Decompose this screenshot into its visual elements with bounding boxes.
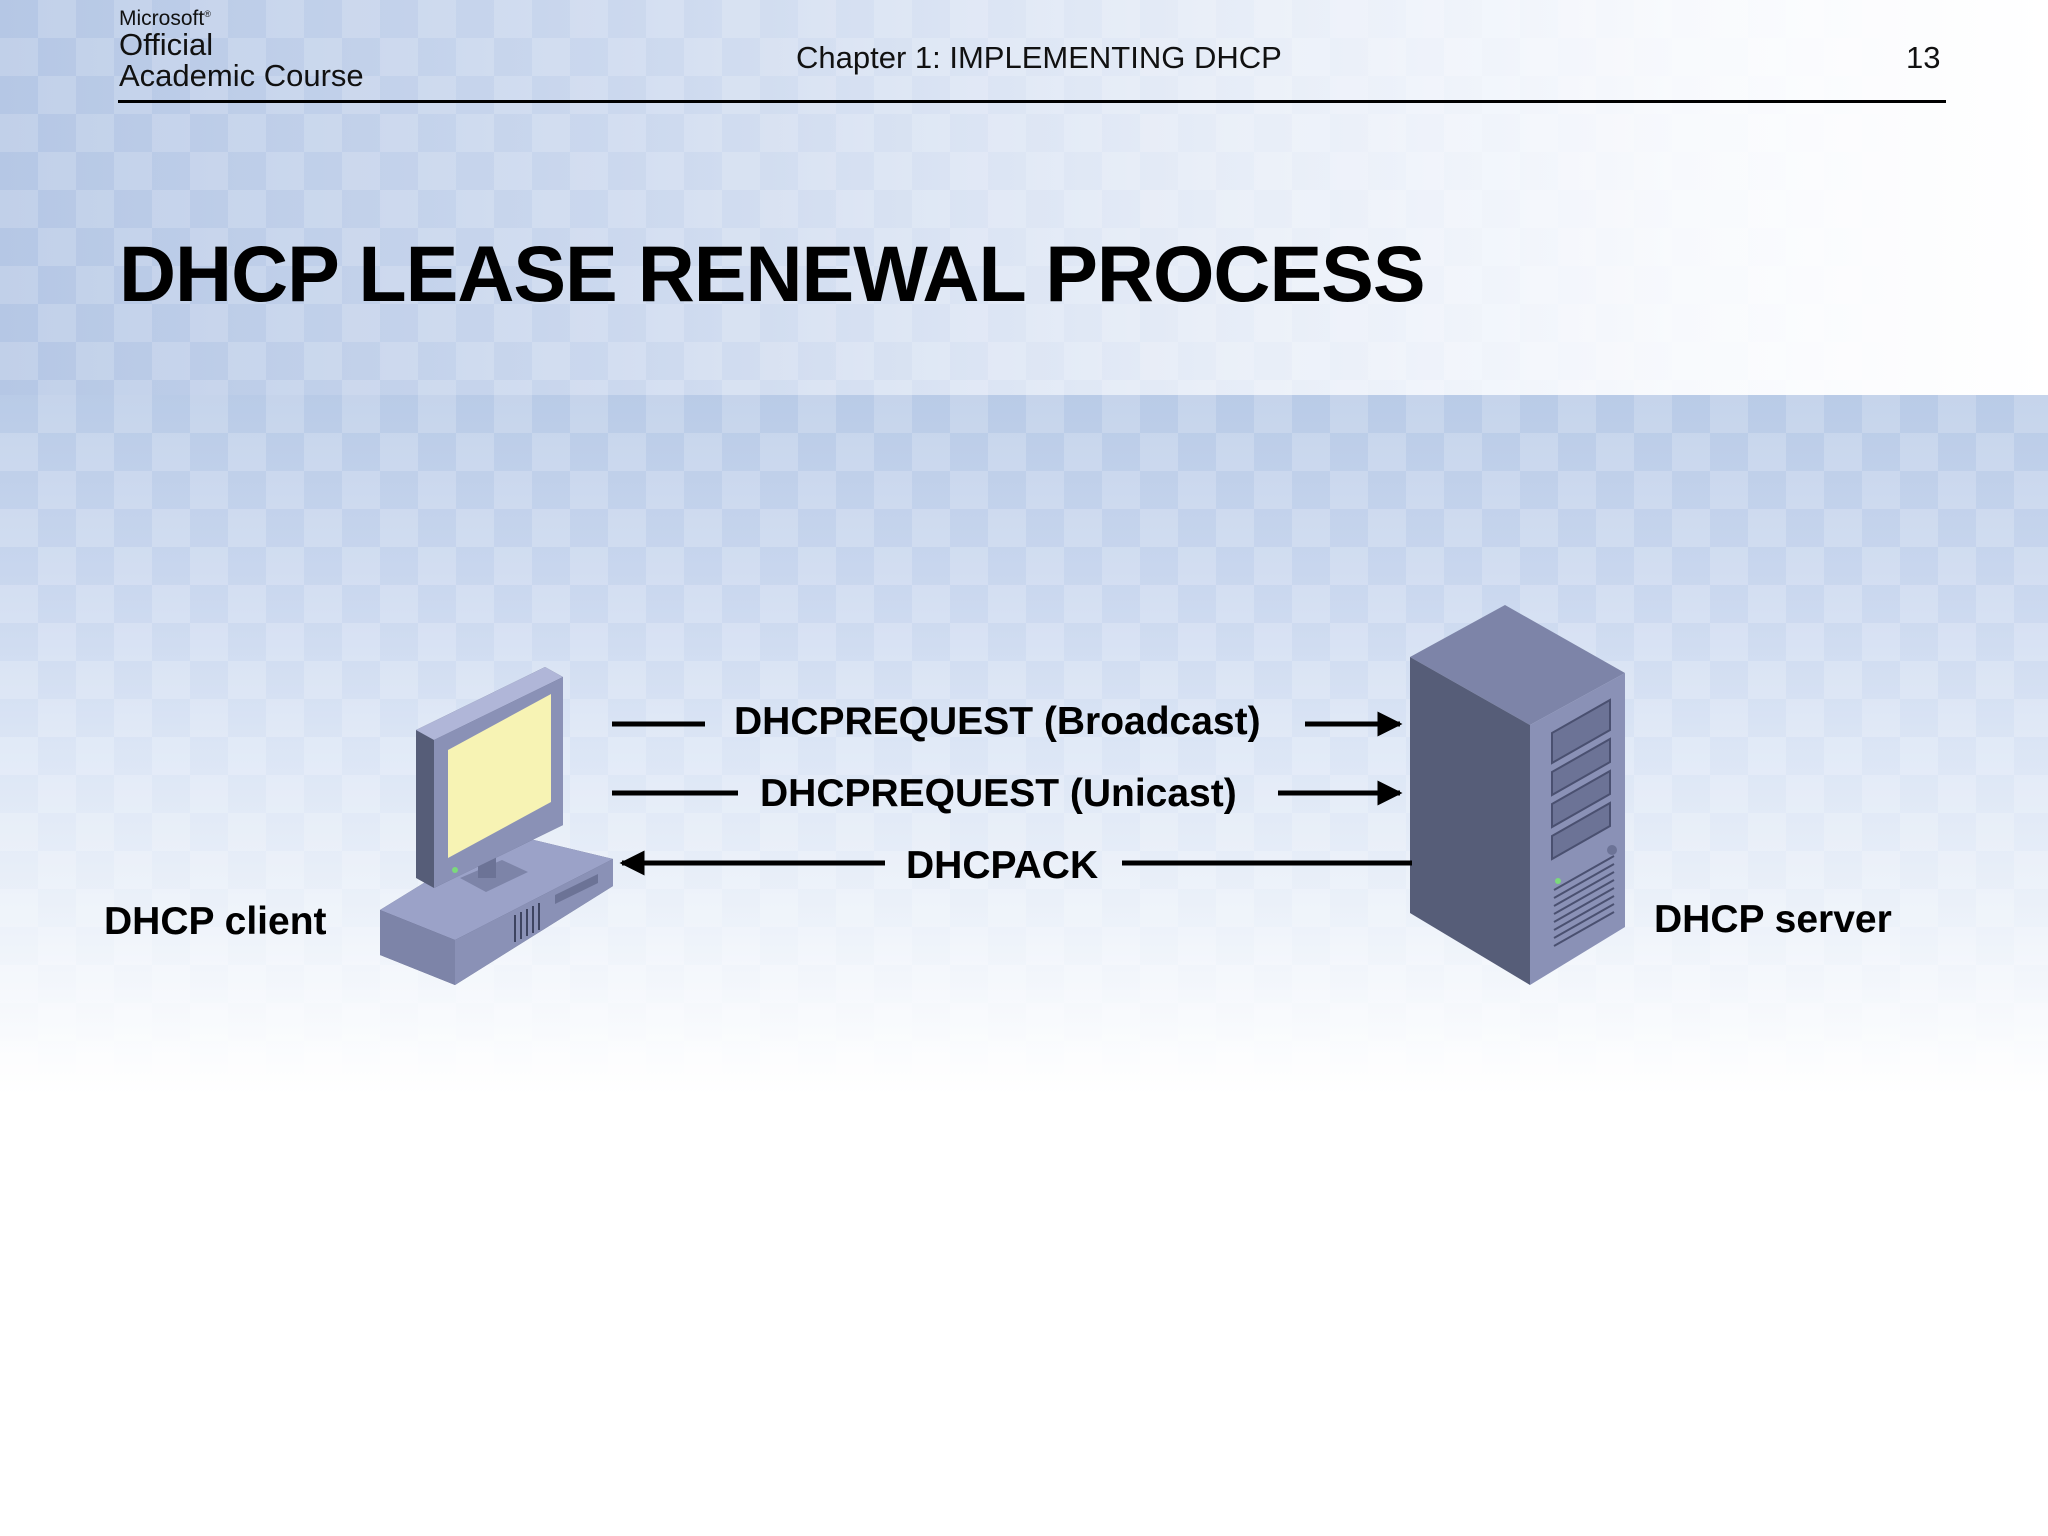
page-number: 13 — [1906, 40, 1941, 75]
course-logo: Microsoft® Official Academic Course — [119, 8, 364, 91]
server-tower-icon — [1410, 605, 1625, 985]
background-top — [0, 0, 2048, 395]
slide-title: DHCP LEASE RENEWAL PROCESS — [119, 229, 1426, 318]
logo-line-1: Official — [119, 27, 214, 62]
client-label: DHCP client — [104, 900, 327, 943]
background-band — [0, 395, 2048, 1095]
header-divider — [118, 100, 1946, 103]
logo-brand: Microsoft® — [119, 7, 211, 30]
logo-line-2: Academic Course — [119, 58, 364, 93]
server-label: DHCP server — [1654, 898, 1892, 941]
desktop-computer-icon — [380, 667, 613, 985]
message-request-broadcast: DHCPREQUEST (Broadcast) — [734, 700, 1261, 743]
message-arrows — [612, 711, 1412, 876]
chapter-heading: Chapter 1: IMPLEMENTING DHCP — [796, 40, 1282, 75]
message-request-unicast: DHCPREQUEST (Unicast) — [760, 772, 1237, 815]
message-ack: DHCPACK — [906, 844, 1099, 887]
